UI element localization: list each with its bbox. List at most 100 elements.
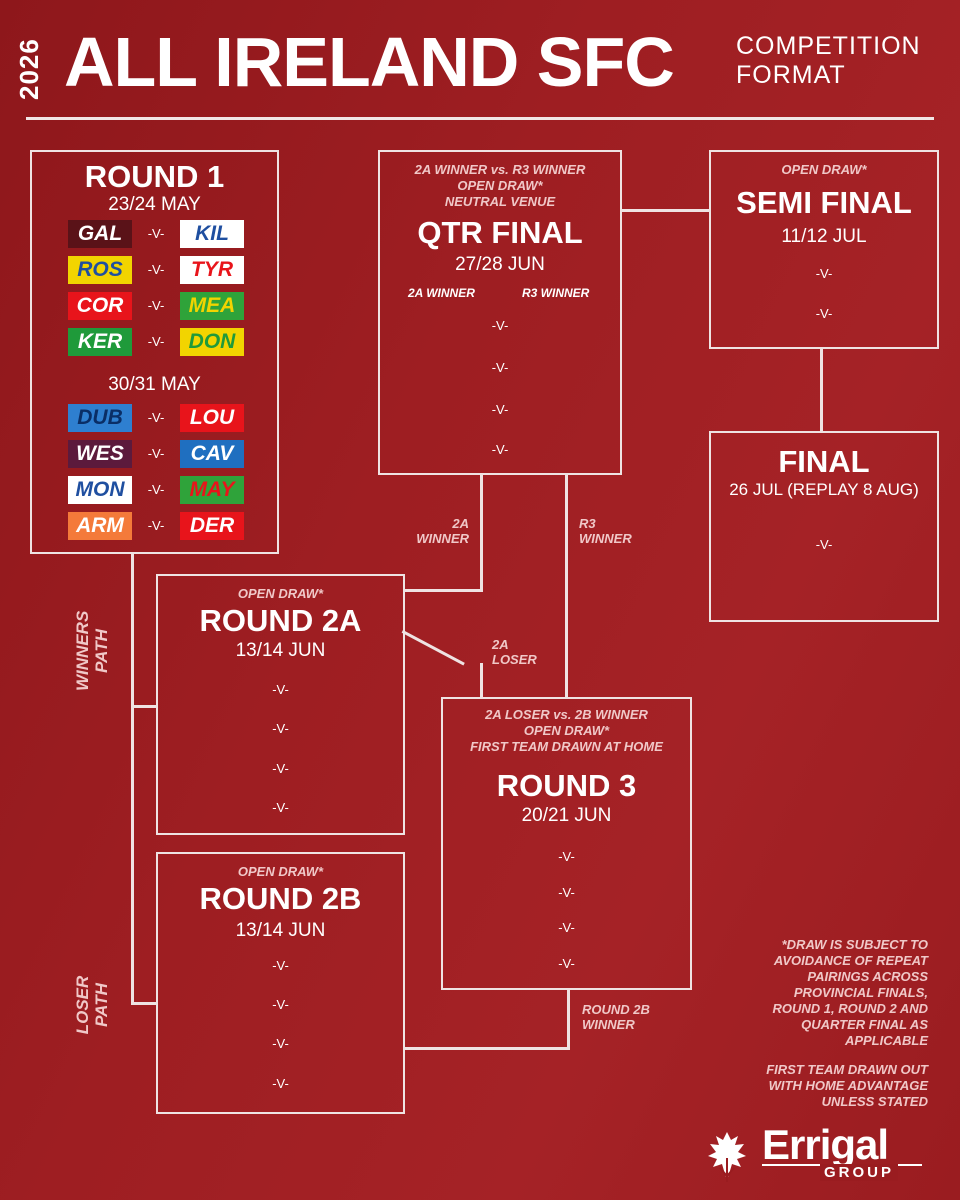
footnote-line: ROUND 1, ROUND 2 AND [772, 1001, 928, 1016]
connector-r1-down [131, 553, 134, 1005]
round2a-vs-2: -V- [272, 721, 289, 736]
footnote-line: WITH HOME ADVANTAGE [768, 1078, 928, 1093]
round2b-vs-1: -V- [272, 958, 289, 973]
connector-semi-final [820, 347, 823, 433]
round3-title: ROUND 3 [496, 768, 637, 803]
qtr-note1: 2A WINNER vs. R3 WINNER [414, 162, 586, 177]
qtr-vs-3: -V- [491, 402, 509, 417]
team-home-8: ARM [68, 512, 132, 540]
label-2a-winner: 2A WINNER [416, 516, 469, 546]
connector-to-2a [131, 705, 158, 708]
round2b-vs-2: -V- [272, 997, 289, 1012]
round3-vs-1: -V- [558, 849, 575, 864]
semi-vs-1: -V- [815, 266, 833, 281]
page-subtitle: COMPETITION FORMAT [736, 32, 921, 89]
team-home-2: ROS [68, 256, 132, 284]
fixture-vs-5: -V- [147, 410, 165, 425]
semi-note: OPEN DRAW* [781, 162, 867, 177]
footnote-line: PAIRINGS ACROSS [807, 969, 928, 984]
fixture-vs-1: -V- [147, 226, 165, 241]
fixture-vs-7: -V- [147, 482, 165, 497]
final-box: FINAL 26 JUL (REPLAY 8 AUG) -V- [709, 431, 939, 622]
round1-date1: 23/24 MAY [108, 194, 201, 215]
round2b-box: OPEN DRAW* ROUND 2B 13/14 JUN -V- -V- -V… [156, 852, 405, 1114]
team-home-1: GAL [68, 220, 132, 248]
round1-date2: 30/31 MAY [108, 374, 201, 395]
footnote-line: AVOIDANCE OF REPEAT [773, 953, 928, 968]
connector-r3-qtr [565, 473, 568, 699]
footnote-line: UNLESS STATED [821, 1094, 928, 1109]
round3-date: 20/21 JUN [521, 805, 612, 826]
logo-sub: GROUP [820, 1164, 899, 1181]
final-title: FINAL [778, 444, 870, 479]
qtr-vs-4: -V- [491, 442, 509, 457]
fixture-vs-8: -V- [147, 518, 165, 533]
footnote-line: *DRAW IS SUBJECT TO [781, 937, 928, 952]
semi-vs-2: -V- [815, 306, 833, 321]
connector-2a-qtr-h [403, 589, 483, 592]
semi-final-box: OPEN DRAW* SEMI FINAL 11/12 JUL -V- -V- [709, 150, 939, 349]
connector-2b-r3-h [403, 1047, 570, 1050]
qtr-note3: NEUTRAL VENUE [444, 194, 556, 209]
final-date: 26 JUL (REPLAY 8 AUG) [729, 480, 919, 499]
qtr-vs-1: -V- [491, 318, 509, 333]
round3-vs-3: -V- [558, 920, 575, 935]
qtr-final-box: 2A WINNER vs. R3 WINNER OPEN DRAW* NEUTR… [378, 150, 622, 475]
footnote-line: APPLICABLE [844, 1033, 928, 1048]
label-r3-winner: R3 WINNER [579, 516, 632, 546]
year-label: 2026 [14, 38, 44, 100]
loser-path-label: LOSER PATH [73, 975, 111, 1035]
round2a-vs-3: -V- [272, 761, 289, 776]
connector-2a-qtr-v [480, 473, 483, 591]
connector-2a-r3-v [480, 663, 483, 699]
qtr-note2: OPEN DRAW* [457, 178, 543, 193]
round2a-box: OPEN DRAW* ROUND 2A 13/14 JUN -V- -V- -V… [156, 574, 405, 835]
round2a-note: OPEN DRAW* [237, 586, 324, 601]
team-home-4: KER [68, 328, 132, 356]
fixture-vs-6: -V- [147, 446, 165, 461]
team-home-3: COR [68, 292, 132, 320]
team-away-8: DER [180, 512, 244, 540]
connector-to-2b [131, 1002, 158, 1005]
team-home-5: DUB [68, 404, 132, 432]
round2a-title: ROUND 2A [199, 603, 362, 638]
round3-vs-2: -V- [558, 885, 575, 900]
thistle-icon [708, 1132, 746, 1182]
footnote-line: QUARTER FINAL AS [801, 1017, 928, 1032]
team-away-7: MAY [180, 476, 244, 504]
winners-path-label: WINNERS PATH [73, 610, 111, 691]
page-title: ALL IRELAND SFC [64, 23, 675, 101]
footnote-line: FIRST TEAM DRAWN OUT [766, 1062, 928, 1077]
round3-note2: OPEN DRAW* [523, 723, 610, 738]
team-home-6: WES [68, 440, 132, 468]
team-away-6: CAV [180, 440, 244, 468]
fixture-vs-3: -V- [147, 298, 165, 313]
fixture-vs-4: -V- [147, 334, 165, 349]
final-vs: -V- [815, 537, 833, 552]
round3-box: 2A LOSER vs. 2B WINNER OPEN DRAW* FIRST … [441, 697, 692, 990]
team-away-1: KIL [180, 220, 244, 248]
round1-title: ROUND 1 [84, 159, 225, 194]
header-divider [26, 117, 934, 120]
qtr-col2: R3 WINNER [522, 286, 590, 300]
team-away-5: LOU [180, 404, 244, 432]
round2b-date: 13/14 JUN [235, 920, 326, 941]
connector-qtr-semi [620, 209, 711, 212]
round2b-vs-3: -V- [272, 1036, 289, 1051]
footnote-line: PROVINCIAL FINALS, [793, 985, 928, 1000]
logo-name: Errigal [762, 1121, 889, 1168]
fixture-vs-2: -V- [147, 262, 165, 277]
round2b-vs-4: -V- [272, 1076, 289, 1091]
team-away-3: MEA [180, 292, 244, 320]
connector-2b-r3-v [567, 988, 570, 1050]
qtr-date: 27/28 JUN [455, 254, 545, 275]
round3-vs-4: -V- [558, 956, 575, 971]
label-2a-loser: 2A LOSER [492, 637, 537, 667]
semi-date: 11/12 JUL [781, 226, 867, 247]
semi-title: SEMI FINAL [736, 185, 912, 220]
qtr-vs-2: -V- [491, 360, 509, 375]
round2a-date: 13/14 JUN [235, 640, 326, 661]
round2b-note: OPEN DRAW* [237, 864, 324, 879]
label-2b-winner: ROUND 2B WINNER [582, 1002, 650, 1032]
